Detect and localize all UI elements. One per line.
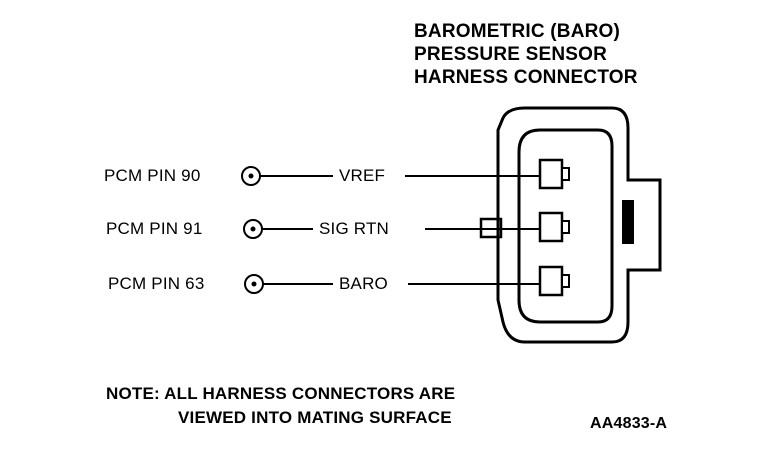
signal-vref-label: VREF	[339, 166, 386, 185]
title-line-3: HARNESS CONNECTOR	[414, 67, 638, 88]
terminal-3	[538, 265, 570, 297]
pcm-pin-90-circle	[241, 166, 261, 186]
pcm-pin-90-label: PCM PIN 90	[104, 166, 201, 185]
signal-baro-label: BARO	[339, 274, 388, 293]
pcm-pin-91-label: PCM PIN 91	[106, 219, 203, 238]
connector-cavity	[517, 128, 614, 324]
connector-housing-outer	[496, 106, 662, 344]
terminal-2	[538, 211, 570, 243]
note-line-2: VIEWED INTO MATING SURFACE	[178, 408, 452, 427]
title-line-1: BAROMETRIC (BARO)	[414, 21, 621, 42]
pcm-pin-63-circle	[244, 274, 264, 294]
pcm-pin-63-label: PCM PIN 63	[108, 274, 205, 293]
terminal-1	[538, 158, 570, 190]
connector-latch	[622, 200, 634, 244]
note-text: NOTE: ALL HARNESS CONNECTORS ARE VIEWED …	[106, 382, 455, 430]
signal-sig-rtn-label: SIG RTN	[319, 219, 390, 238]
note-line-1: NOTE: ALL HARNESS CONNECTORS ARE	[106, 384, 456, 403]
figure-code: AA4833-A	[590, 415, 668, 432]
connector-title: BAROMETRIC (BARO) PRESSURE SENSOR HARNES…	[414, 20, 638, 89]
title-line-2: PRESSURE SENSOR	[414, 44, 608, 65]
pcm-pin-91-circle	[243, 219, 263, 239]
